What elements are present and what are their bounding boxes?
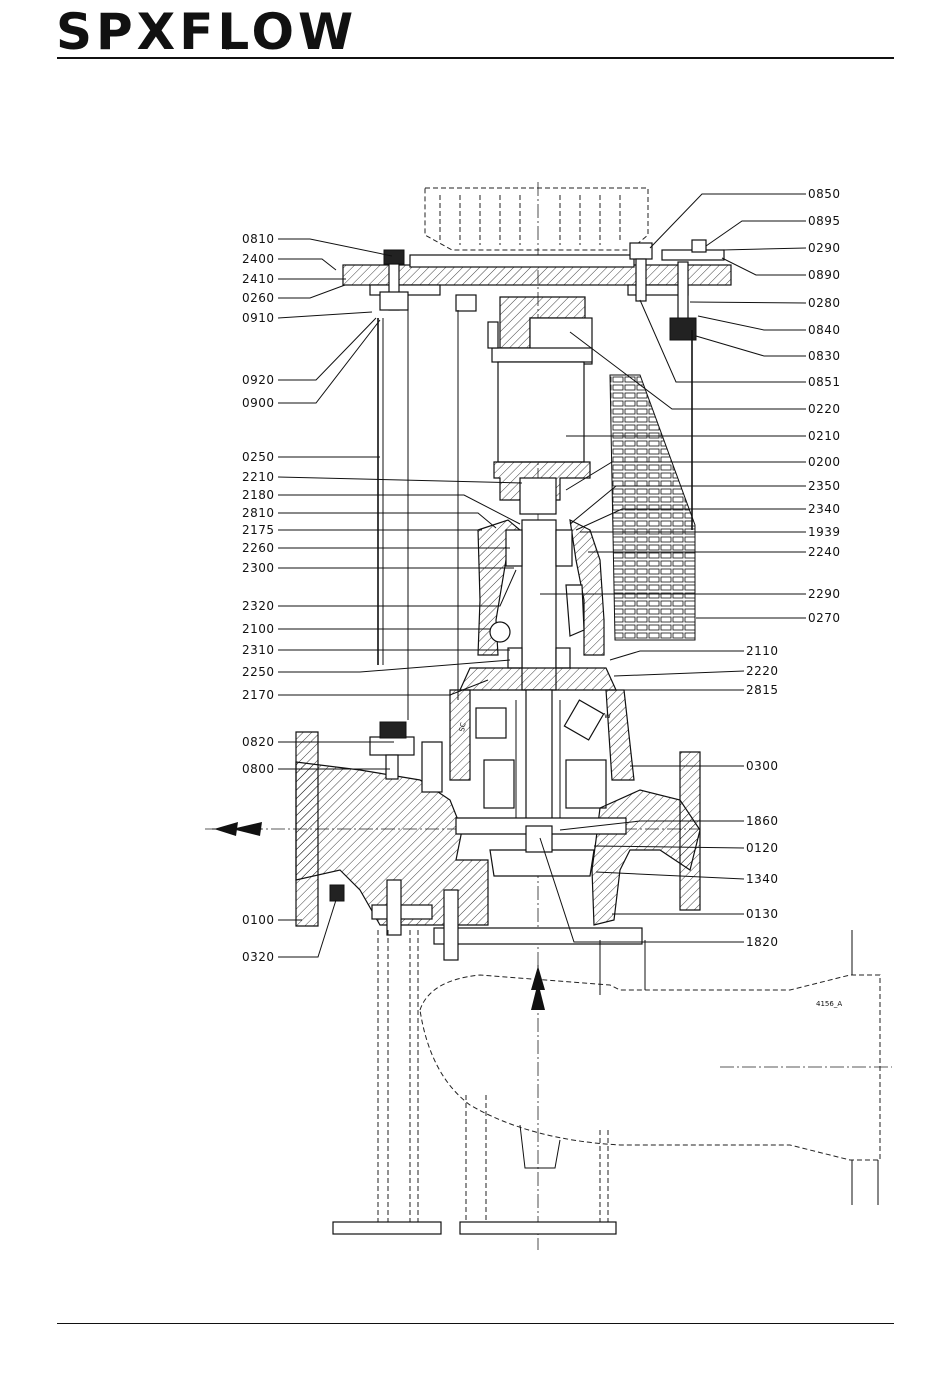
callout-0100: 0100 — [242, 913, 275, 927]
callout-0810: 0810 — [242, 232, 275, 246]
callout-0120: 0120 — [746, 841, 779, 855]
oil-plug — [490, 622, 510, 642]
motor-housing — [425, 188, 648, 250]
callout-2240: 2240 — [808, 545, 841, 559]
callout-2410: 2410 — [242, 272, 275, 286]
callout-0920: 0920 — [242, 373, 275, 387]
flow-arrow-up — [531, 965, 545, 1010]
callout-2250: 2250 — [242, 665, 275, 679]
callout-2100: 2100 — [242, 622, 275, 636]
callout-0290: 0290 — [808, 241, 841, 255]
callout-0890: 0890 — [808, 268, 841, 282]
callout-0910: 0910 — [242, 311, 275, 325]
callout-2170: 2170 — [242, 688, 275, 702]
callout-2400: 2400 — [242, 252, 275, 266]
callout-0820: 0820 — [242, 735, 275, 749]
callout-1860: 1860 — [746, 814, 779, 828]
callout-0260: 0260 — [242, 291, 275, 305]
callout-2175: 2175 — [242, 523, 275, 537]
nut-center — [456, 295, 476, 311]
callout-2340: 2340 — [808, 502, 841, 516]
callout-2300: 2300 — [242, 561, 275, 575]
callout-0280: 0280 — [808, 296, 841, 310]
pump-base-dashed — [333, 880, 880, 1234]
callout-2210: 2210 — [242, 470, 275, 484]
flow-arrow-left — [212, 822, 262, 836]
callout-0200: 0200 — [808, 455, 841, 469]
callout-0851: 0851 — [808, 375, 841, 389]
callout-0895: 0895 — [808, 214, 841, 228]
callout-0830: 0830 — [808, 349, 841, 363]
callout-2110: 2110 — [746, 644, 779, 658]
callout-2815: 2815 — [746, 683, 779, 697]
callout-2290: 2290 — [808, 587, 841, 601]
stud-0820 — [370, 737, 414, 755]
impeller-nut — [526, 826, 552, 852]
coupling — [488, 297, 592, 514]
callout-2180: 2180 — [242, 488, 275, 502]
callout-0130: 0130 — [746, 907, 779, 921]
mark-w: W — [604, 712, 611, 720]
callout-0900: 0900 — [242, 396, 275, 410]
callout-2220: 2220 — [746, 664, 779, 678]
coupling-guard-mesh — [610, 375, 695, 640]
callout-0210: 0210 — [808, 429, 841, 443]
callout-0270: 0270 — [808, 611, 841, 625]
callout-2350: 2350 — [808, 479, 841, 493]
callout-1939: 1939 — [808, 525, 841, 539]
callout-0850: 0850 — [808, 187, 841, 201]
callout-0220: 0220 — [808, 402, 841, 416]
callout-0800: 0800 — [242, 762, 275, 776]
drawing-id: 4156_A — [816, 1000, 842, 1008]
callout-0250: 0250 — [242, 450, 275, 464]
plug-0320 — [330, 885, 344, 901]
mark-sc: SC — [458, 722, 468, 733]
callout-2310: 2310 — [242, 643, 275, 657]
bearing-bracket — [460, 520, 616, 690]
callout-2260: 2260 — [242, 541, 275, 555]
callout-0840: 0840 — [808, 323, 841, 337]
callout-1820: 1820 — [746, 935, 779, 949]
callout-0320: 0320 — [242, 950, 275, 964]
callout-0300: 0300 — [746, 759, 779, 773]
callout-2810: 2810 — [242, 506, 275, 520]
callout-1340: 1340 — [746, 872, 779, 886]
callout-2320: 2320 — [242, 599, 275, 613]
